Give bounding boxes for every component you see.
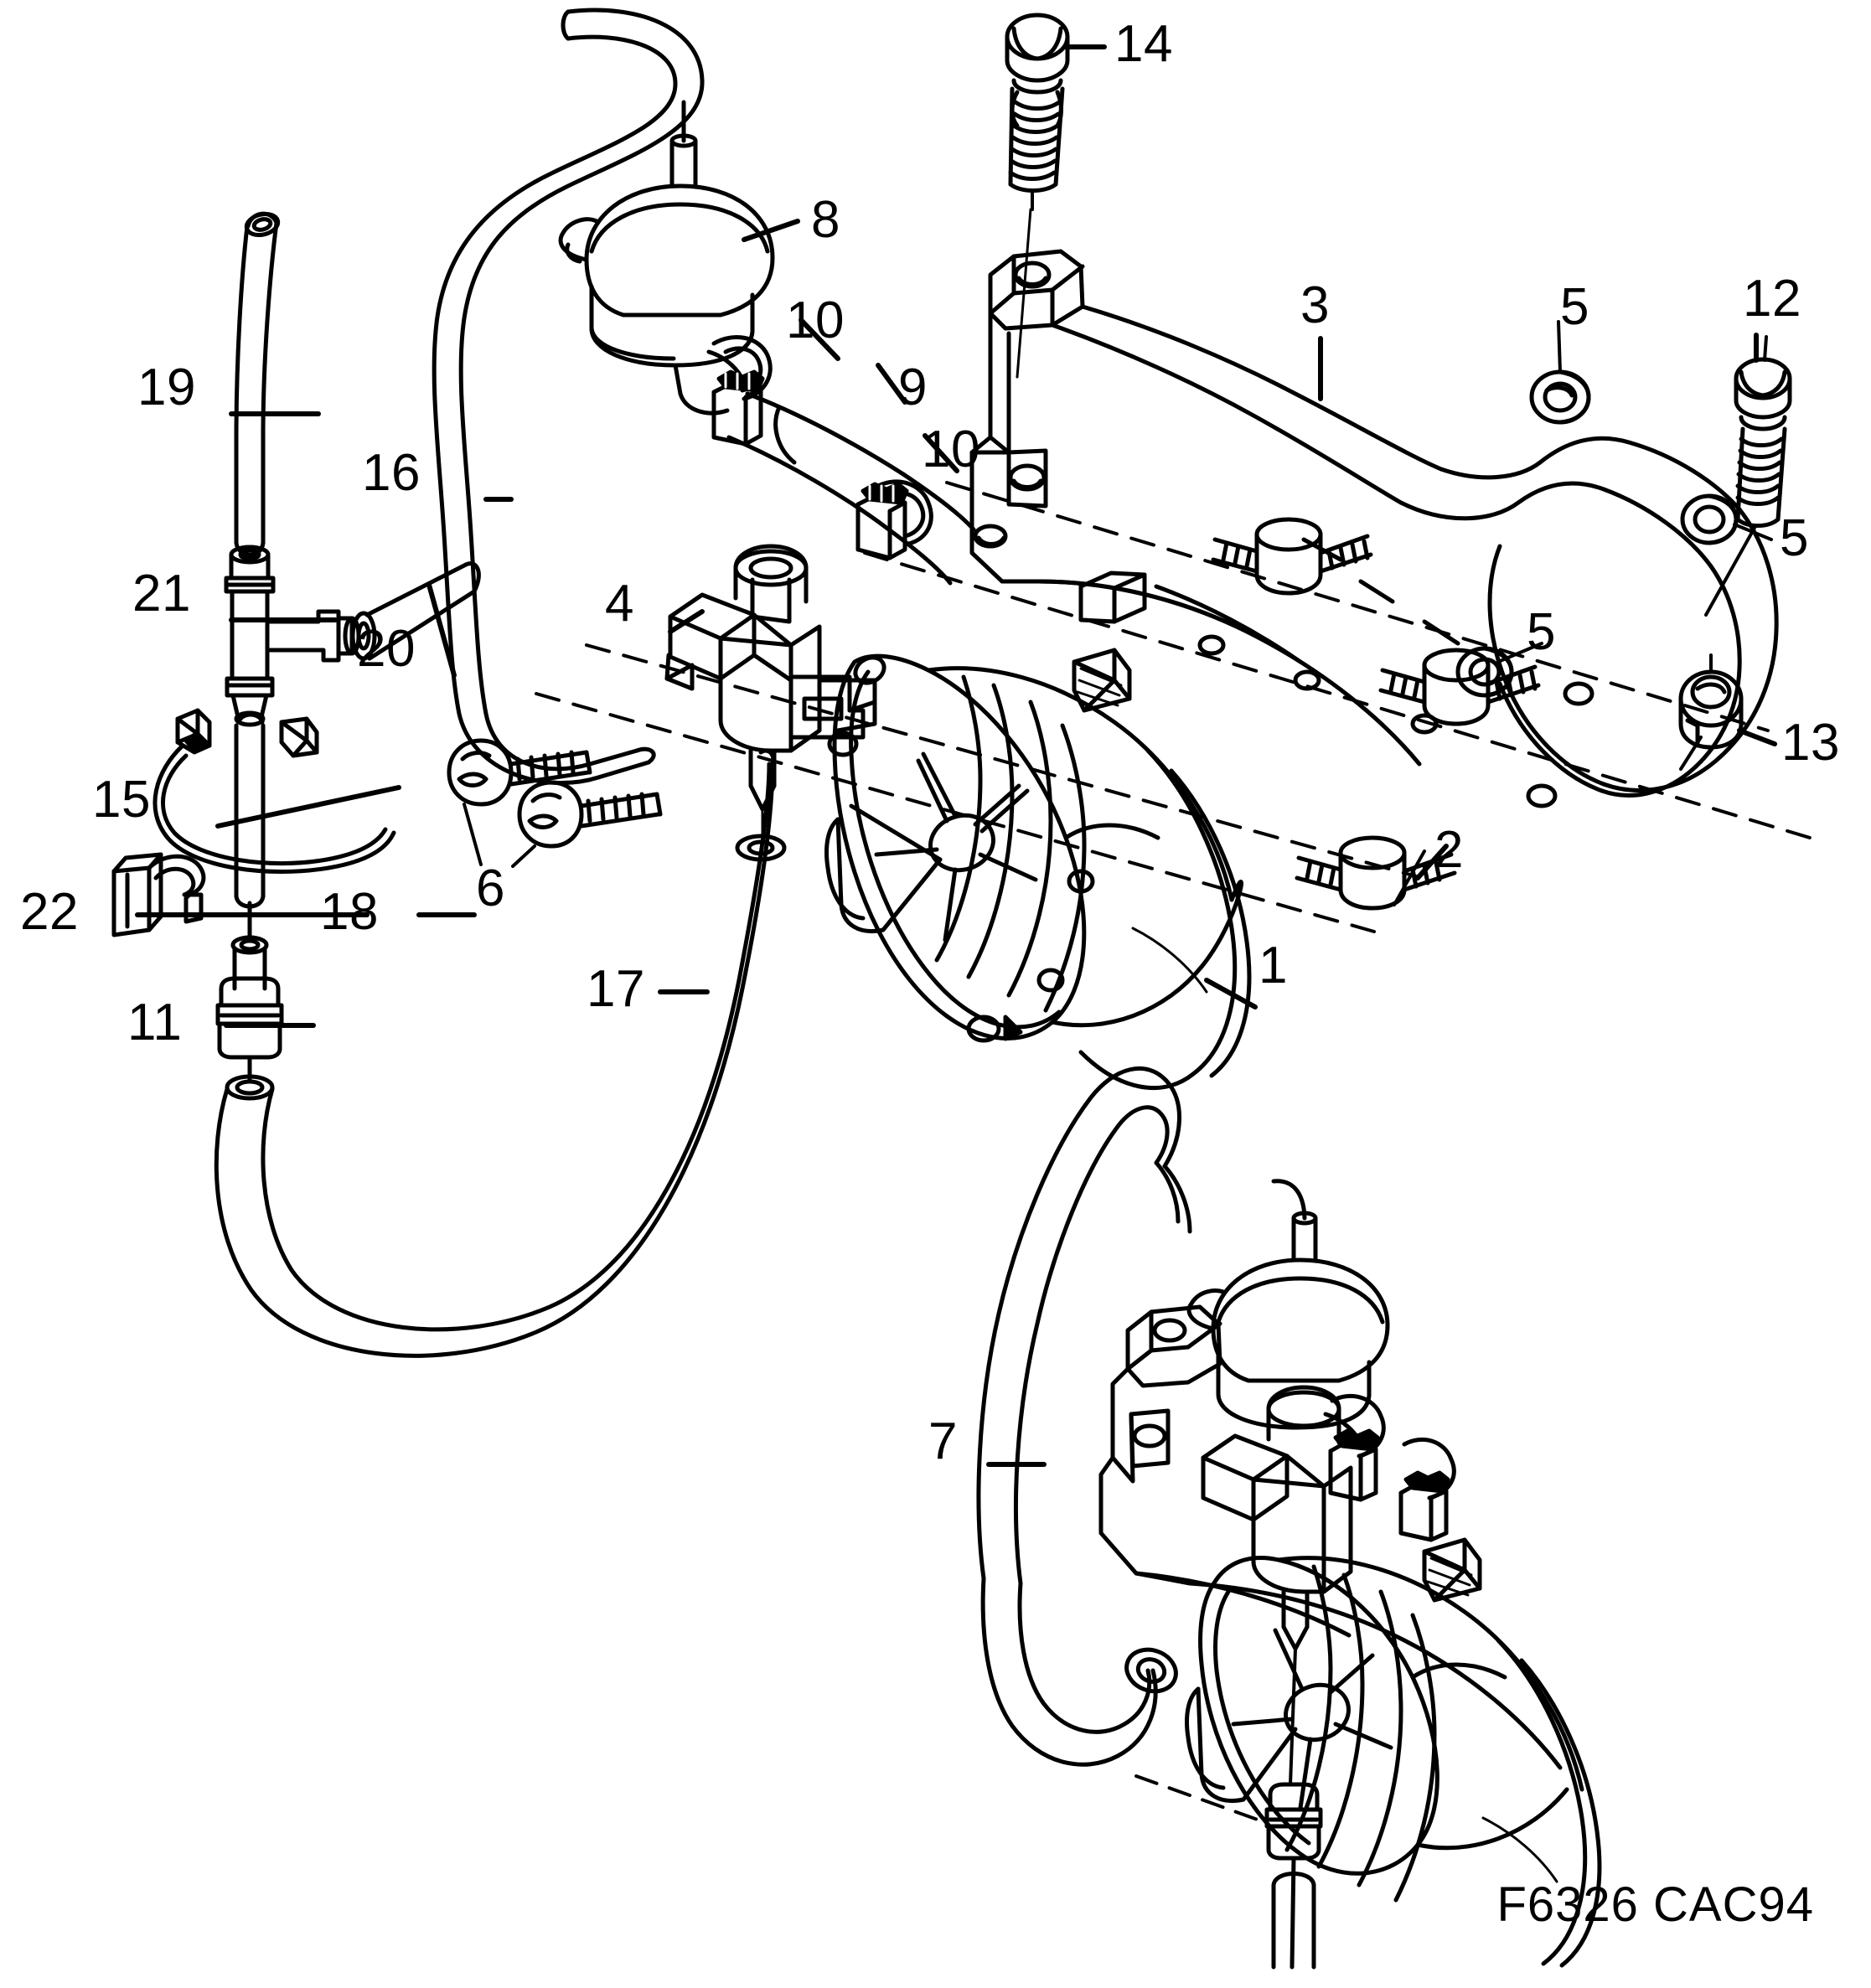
drawing-reference-caption: F6326 CAC94 xyxy=(1496,1877,1814,1932)
part-16-vacuum-hose-long xyxy=(432,8,705,785)
callout-10-lower: 10 xyxy=(922,421,980,478)
callout-16: 16 xyxy=(362,444,421,502)
part-18-hose-section xyxy=(234,712,266,909)
callout-11: 11 xyxy=(127,994,183,1051)
part-14-bolt-upper xyxy=(1005,13,1070,379)
part-15-cable-tie xyxy=(152,708,396,874)
part-20-hose-stub xyxy=(350,561,481,661)
callout-5-center: 5 xyxy=(1527,603,1556,661)
callout-9: 9 xyxy=(898,359,928,416)
part-6-screws xyxy=(447,738,663,868)
callout-18: 18 xyxy=(320,883,379,941)
part-22-retaining-clip xyxy=(111,852,206,937)
callout-12: 12 xyxy=(1743,270,1801,328)
part-2-pump-bolts xyxy=(1211,517,1541,911)
part-12-bolt-long xyxy=(1704,335,1792,617)
callout-8: 8 xyxy=(811,191,840,249)
part-10-hose-clamp-lower xyxy=(855,479,933,560)
callout-5-upper: 5 xyxy=(1560,278,1589,336)
callout-2: 2 xyxy=(1434,821,1464,879)
callout-6: 6 xyxy=(476,860,505,917)
part-19-vacuum-hose-top xyxy=(234,211,281,557)
callout-14: 14 xyxy=(1114,15,1173,73)
part-1-air-pump xyxy=(824,648,1252,1091)
part-21-tee-connector xyxy=(224,545,361,727)
callout-22: 22 xyxy=(20,883,79,941)
part-8-check-valve xyxy=(558,100,775,416)
callout-4: 4 xyxy=(605,575,634,633)
part-10-hose-clamp-upper xyxy=(711,335,773,447)
callout-13: 13 xyxy=(1781,714,1840,772)
callout-7: 7 xyxy=(928,1412,958,1470)
callout-15: 15 xyxy=(92,771,151,829)
callout-3: 3 xyxy=(1300,276,1330,334)
callout-21: 21 xyxy=(132,565,191,622)
callout-5-right: 5 xyxy=(1780,509,1809,567)
callout-20: 20 xyxy=(357,620,416,678)
callout-19: 19 xyxy=(137,359,196,416)
part-4-solenoid-valve xyxy=(664,544,877,862)
callout-1: 1 xyxy=(1259,937,1288,994)
part-17-vacuum-hose-lower xyxy=(214,748,776,1358)
part-11-one-way-valve xyxy=(215,901,284,1082)
leader-lines xyxy=(135,44,1777,1467)
lower-assembled-view xyxy=(976,1066,1602,1970)
callout-17: 17 xyxy=(587,960,645,1018)
callout-10-upper: 10 xyxy=(786,292,845,349)
